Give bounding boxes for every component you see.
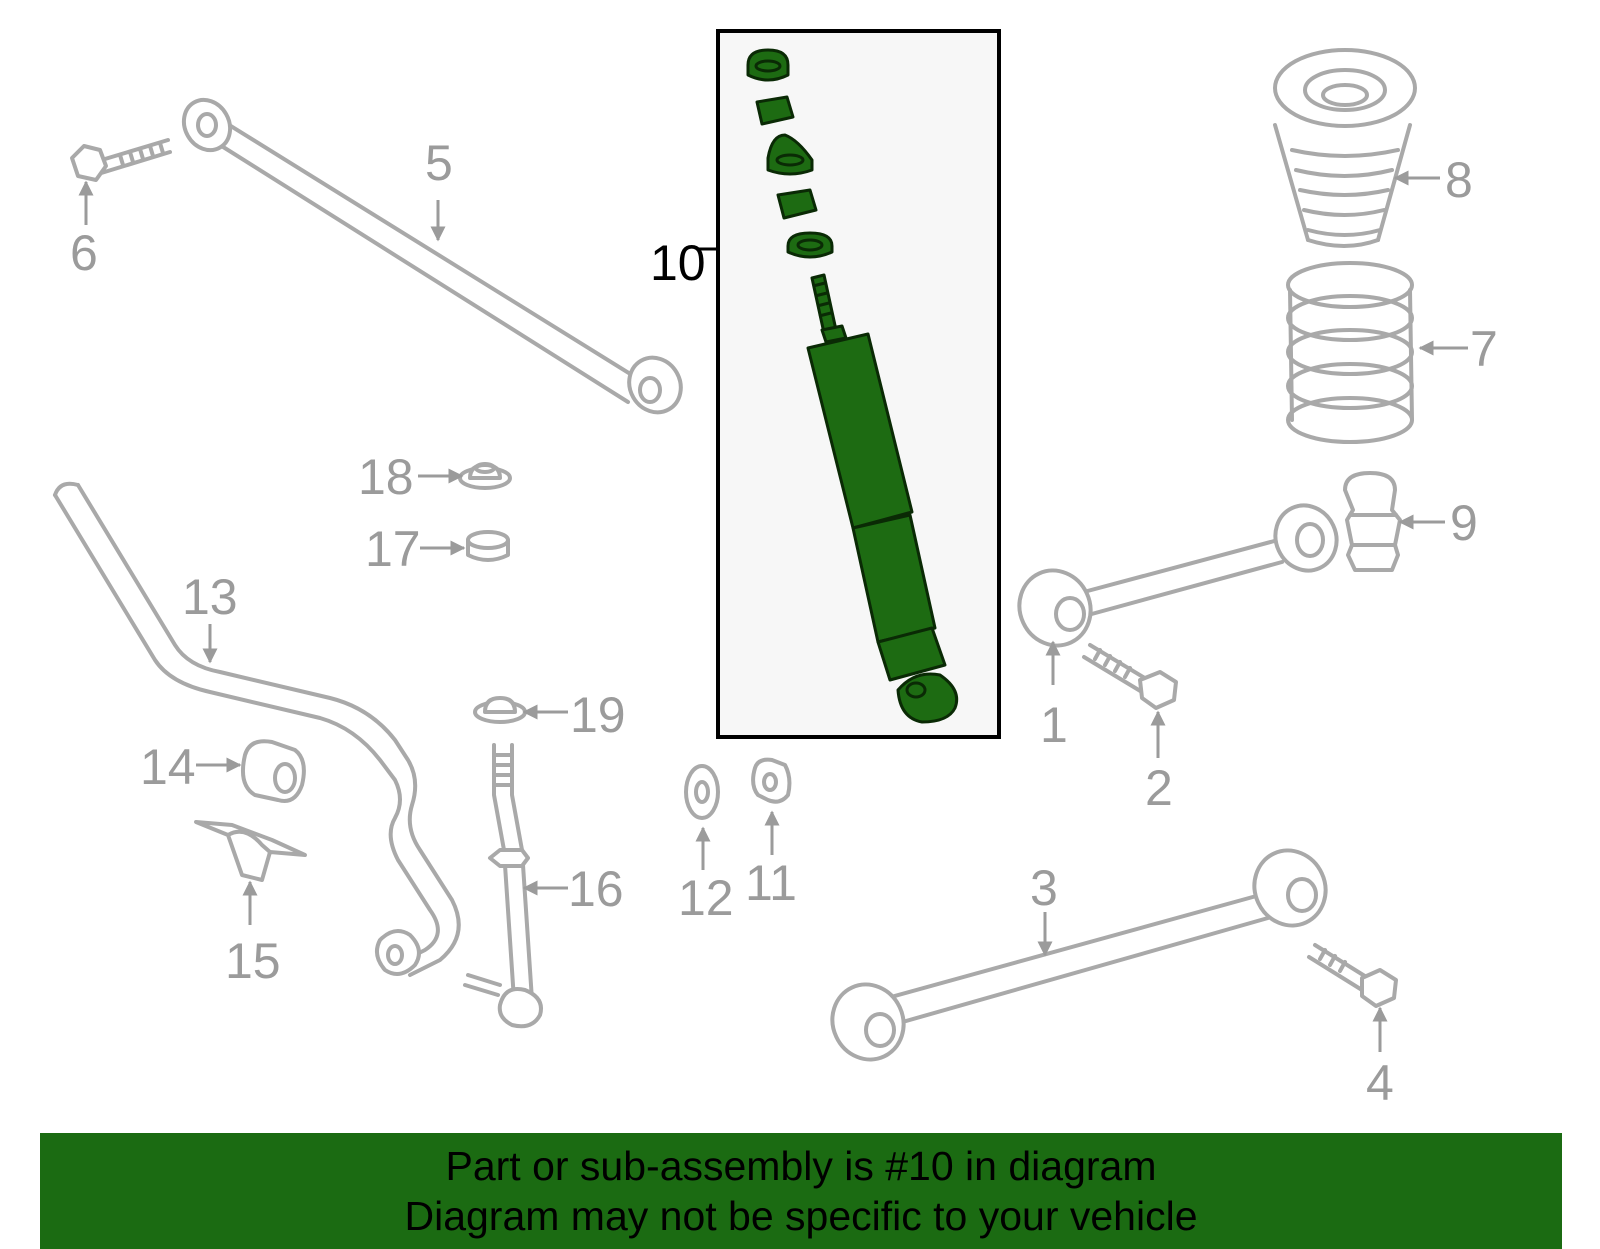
callout-16[interactable]: 16 (568, 861, 624, 917)
callout-2[interactable]: 2 (1145, 760, 1173, 816)
part-8-bump-stop[interactable] (1273, 48, 1417, 248)
part-2-bolt[interactable] (1082, 643, 1178, 710)
part-4-bolt[interactable] (1307, 943, 1398, 1008)
disclaimer-banner: Part or sub-assembly is #10 in diagram D… (40, 1133, 1562, 1249)
callout-3[interactable]: 3 (1030, 860, 1058, 916)
callout-17[interactable]: 17 (365, 521, 421, 577)
part-17-bushing[interactable] (466, 530, 510, 562)
part-13-stabilizer-bar[interactable] (53, 481, 461, 977)
part-15-bracket[interactable] (194, 820, 307, 882)
part-11-bushing[interactable] (751, 757, 792, 804)
part-9-bumper[interactable] (1343, 471, 1402, 572)
callout-5[interactable]: 5 (425, 135, 453, 191)
callout-7[interactable]: 7 (1470, 321, 1498, 377)
part-7-coil-spring[interactable] (1286, 261, 1414, 444)
callout-18[interactable]: 18 (358, 449, 414, 505)
part-14-bushing[interactable] (241, 739, 306, 803)
callout-15[interactable]: 15 (225, 933, 281, 989)
part-18-cushion[interactable] (458, 462, 512, 490)
callout-13[interactable]: 13 (182, 569, 238, 625)
part-10-shock-absorber[interactable] (746, 48, 959, 724)
part-19-cushion[interactable] (473, 696, 527, 724)
callout-19[interactable]: 19 (570, 687, 626, 743)
callout-8[interactable]: 8 (1445, 152, 1473, 208)
callout-4[interactable]: 4 (1366, 1055, 1394, 1111)
banner-line-1: Part or sub-assembly is #10 in diagram (445, 1143, 1157, 1189)
callout-9[interactable]: 9 (1450, 495, 1478, 551)
callout-12[interactable]: 12 (678, 870, 734, 926)
callout-11[interactable]: 11 (745, 855, 797, 911)
part-6-bolt[interactable] (70, 138, 172, 182)
banner-line-2: Diagram may not be specific to your vehi… (404, 1193, 1198, 1239)
part-16-stabilizer-link[interactable] (463, 743, 543, 1029)
part-1-link-arm[interactable] (1007, 495, 1347, 657)
part-5-control-arm[interactable] (175, 91, 691, 421)
part-3-control-arm[interactable] (820, 839, 1338, 1071)
callout-6[interactable]: 6 (70, 225, 98, 281)
callout-14[interactable]: 14 (140, 739, 196, 795)
callout-1[interactable]: 1 (1040, 697, 1068, 753)
callout-10[interactable]: 10 (650, 235, 706, 291)
part-12-cushion[interactable] (684, 764, 720, 820)
